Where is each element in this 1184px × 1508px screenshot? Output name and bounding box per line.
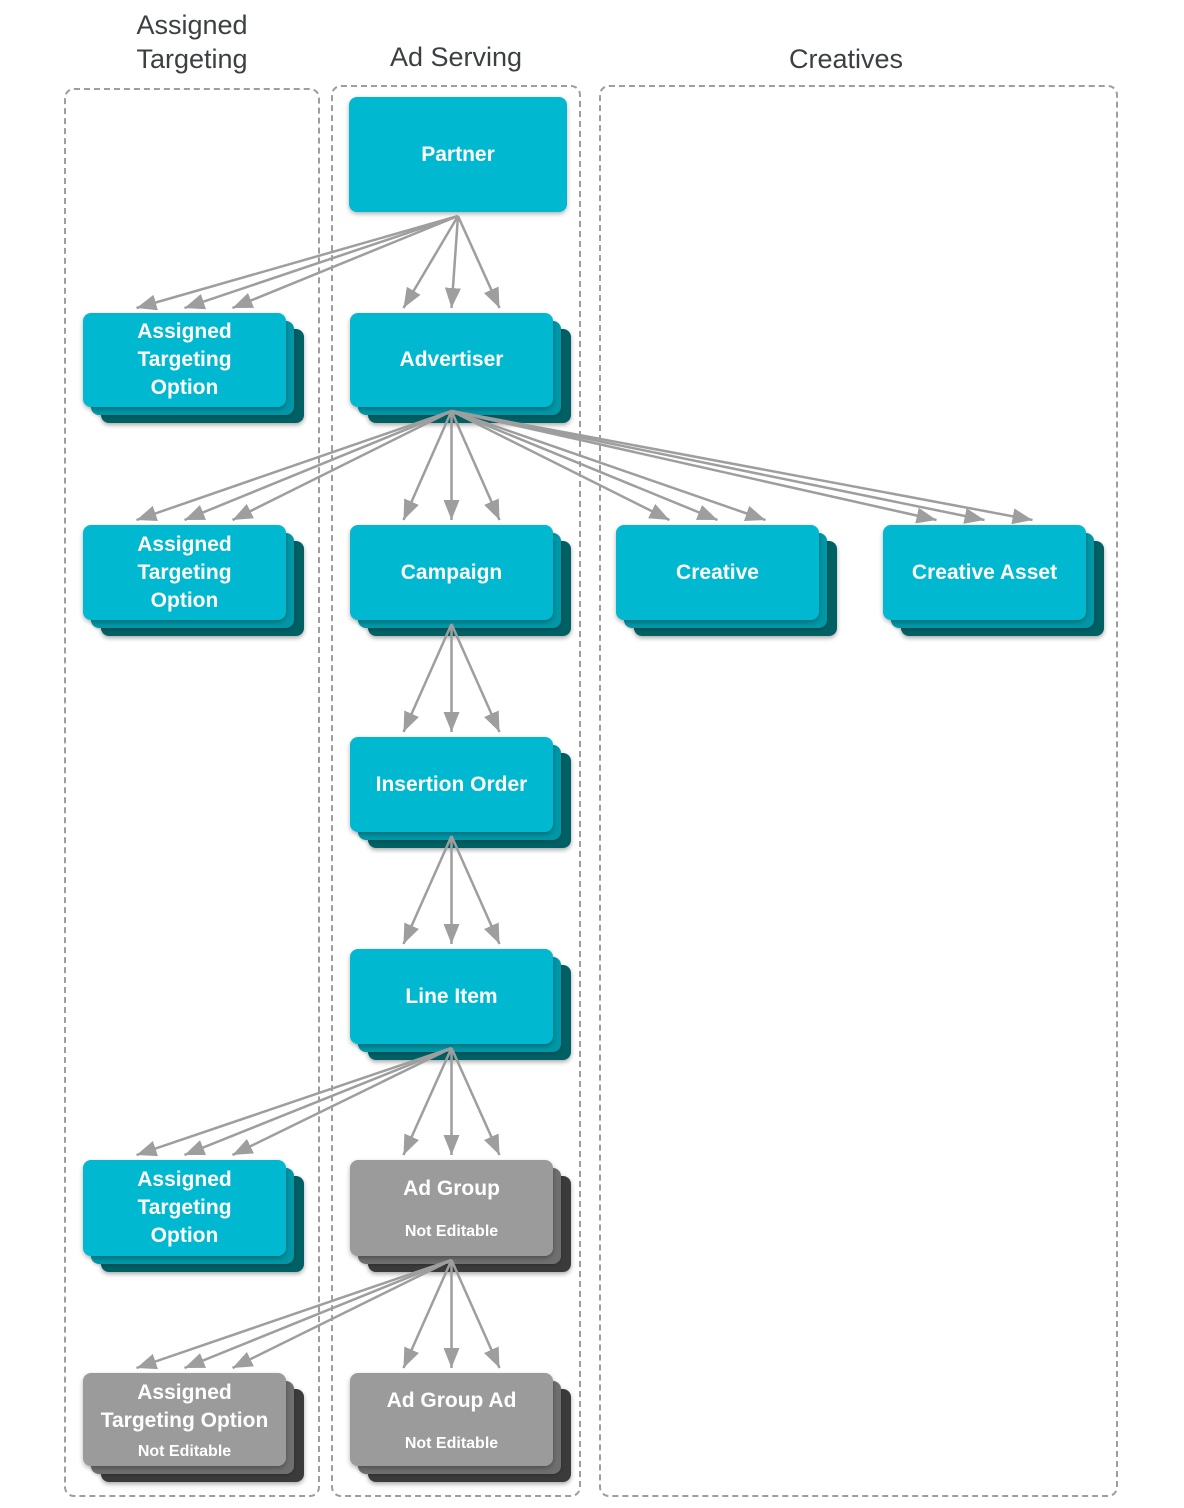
- node-creative: Creative: [616, 525, 837, 636]
- node-line-item-card: Line Item: [350, 949, 553, 1044]
- node-assigned-targeting-option-3-card: Assigned Targeting Option: [83, 1160, 286, 1256]
- node-creative-card: Creative: [616, 525, 819, 620]
- node-advertiser: Advertiser: [350, 313, 571, 423]
- node-assigned-targeting-option-4-label: Assigned Targeting Option: [100, 1380, 269, 1432]
- node-insertion-order-card: Insertion Order: [350, 737, 553, 832]
- node-creative-asset: Creative Asset: [883, 525, 1104, 636]
- node-assigned-targeting-option-2: Assigned Targeting Option: [83, 525, 304, 636]
- node-assigned-targeting-option-2-card: Assigned Targeting Option: [83, 525, 286, 620]
- node-advertiser-card: Advertiser: [350, 313, 553, 407]
- node-campaign-card: Campaign: [350, 525, 553, 620]
- column-creatives: [599, 85, 1118, 1497]
- node-line-item: Line Item: [350, 949, 571, 1060]
- node-advertiser-label: Advertiser: [399, 348, 504, 371]
- node-line-item-label: Line Item: [405, 984, 498, 1008]
- node-creative-asset-label: Creative Asset: [911, 560, 1058, 584]
- node-campaign-label: Campaign: [400, 560, 503, 584]
- node-creative-asset-card: Creative Asset: [883, 525, 1086, 620]
- column-header-assigned-targeting: Assigned Targeting: [136, 10, 248, 74]
- node-partner-label: Partner: [421, 142, 495, 166]
- node-assigned-targeting-option-3: Assigned Targeting Option: [83, 1160, 304, 1272]
- node-creative-label: Creative: [676, 560, 759, 584]
- node-ad-group-sublabel: Not Editable: [404, 1223, 499, 1240]
- node-assigned-targeting-option-1-card: Assigned Targeting Option: [83, 313, 286, 407]
- node-assigned-targeting-option-3-label: Assigned Targeting Option: [137, 1168, 232, 1247]
- node-assigned-targeting-option-4-sublabel: Not Editable: [137, 1442, 232, 1460]
- column-ad-serving: [331, 85, 581, 1497]
- column-header-creatives: Creatives: [788, 44, 904, 74]
- node-ad-group-label: Ad Group: [403, 1177, 500, 1200]
- node-assigned-targeting-option-1: Assigned Targeting Option: [83, 313, 304, 423]
- node-insertion-order: Insertion Order: [350, 737, 571, 848]
- node-ad-group-ad-card: Ad Group Ad Not Editable: [350, 1373, 553, 1466]
- column-assigned-targeting: [64, 88, 320, 1497]
- node-ad-group-ad-sublabel: Not Editable: [404, 1434, 499, 1452]
- node-campaign: Campaign: [350, 525, 571, 636]
- column-header-ad-serving: Ad Serving: [389, 42, 523, 72]
- node-ad-group-ad-label: Ad Group Ad: [386, 1388, 517, 1412]
- node-assigned-targeting-option-1-label: Assigned Targeting Option: [137, 320, 232, 399]
- node-assigned-targeting-option-2-label: Assigned Targeting Option: [137, 532, 232, 612]
- node-ad-group-ad: Ad Group Ad Not Editable: [350, 1373, 571, 1482]
- node-partner: Partner: [349, 97, 567, 212]
- node-insertion-order-label: Insertion Order: [375, 772, 528, 796]
- node-partner-card: Partner: [349, 97, 567, 212]
